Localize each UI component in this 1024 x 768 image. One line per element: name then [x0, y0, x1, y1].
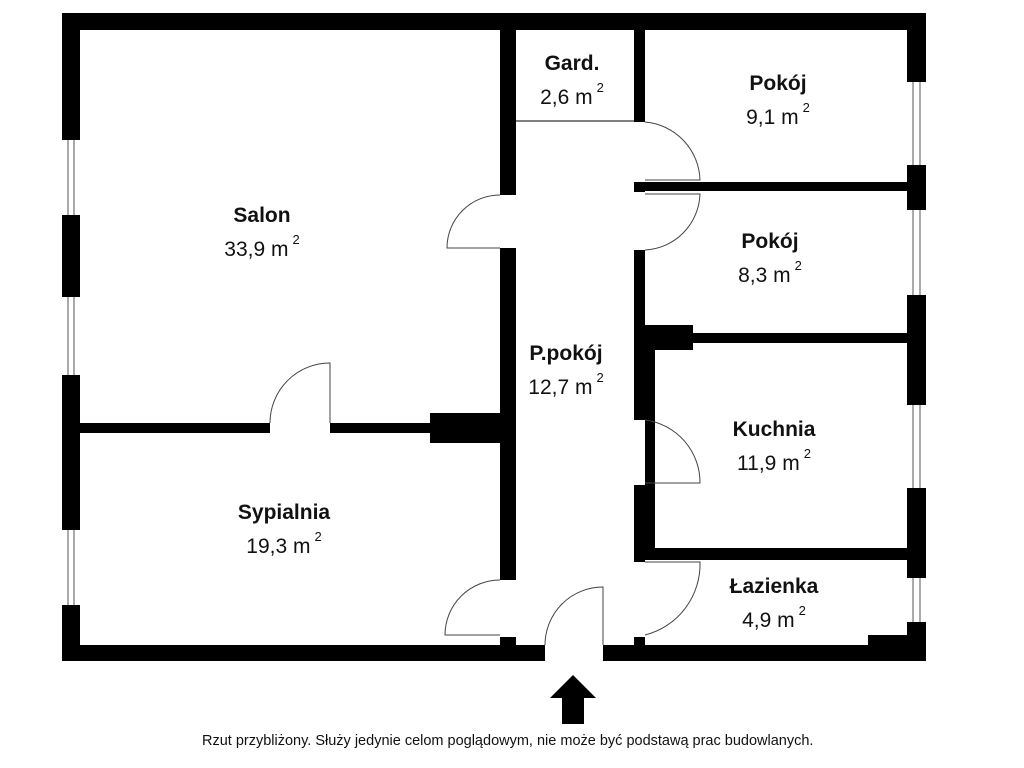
room-area: 33,9 m [224, 238, 289, 261]
door-swing [446, 194, 501, 249]
wall [603, 645, 926, 661]
exp: 2 [798, 603, 806, 618]
room-name: Pokój [749, 72, 807, 95]
window [62, 140, 80, 215]
room-name: Kuchnia [732, 418, 816, 441]
door-swing [644, 121, 701, 181]
room-name: Gard. [544, 52, 600, 75]
room-name: P.pokój [529, 342, 603, 365]
door-swing [444, 579, 501, 636]
room-area: 9,1 m [746, 106, 799, 129]
wall [645, 182, 907, 191]
arrow-up-icon [550, 675, 596, 724]
door-swing [544, 586, 604, 646]
wall [62, 13, 926, 30]
wall [500, 637, 516, 647]
wall [430, 413, 500, 443]
wall [500, 29, 516, 195]
window [62, 297, 80, 375]
window [907, 405, 926, 488]
wall [62, 645, 545, 661]
room-area: 19,3 m [246, 535, 311, 558]
exp: 2 [794, 258, 802, 273]
door-swing [644, 193, 701, 251]
wall [645, 343, 655, 548]
room-name: Sypialnia [237, 501, 331, 524]
window [62, 530, 80, 605]
door-swing [269, 362, 331, 424]
room-name: Pokój [741, 230, 799, 253]
exp: 2 [596, 370, 604, 385]
wall [330, 423, 430, 433]
room-area: 2,6 m [540, 86, 593, 109]
room-area: 8,3 m [738, 264, 791, 287]
wall [634, 182, 645, 192]
exp: 2 [803, 446, 811, 461]
room-name: Łazienka [729, 575, 819, 598]
exp: 2 [596, 80, 604, 95]
wall [645, 333, 907, 343]
exp: 2 [314, 529, 322, 544]
disclaimer: Rzut przybliżony. Służy jedynie celom po… [202, 733, 814, 749]
room-area: 4,9 m [742, 609, 795, 632]
room-area: 11,9 m [737, 452, 800, 475]
room-area: 12,7 m [528, 376, 593, 399]
wall [868, 635, 908, 647]
wall [645, 548, 907, 560]
wall [634, 485, 645, 562]
door-swing [644, 561, 701, 636]
wall [634, 250, 645, 420]
window [907, 210, 926, 295]
room-name: Salon [233, 204, 291, 227]
wall [634, 637, 645, 647]
wall [907, 13, 926, 660]
window [907, 82, 926, 165]
door-swing [644, 419, 701, 484]
wall [80, 423, 270, 433]
wall [500, 248, 516, 580]
exp: 2 [292, 232, 300, 247]
wall [634, 29, 645, 122]
exp: 2 [802, 100, 810, 115]
window [907, 578, 926, 622]
